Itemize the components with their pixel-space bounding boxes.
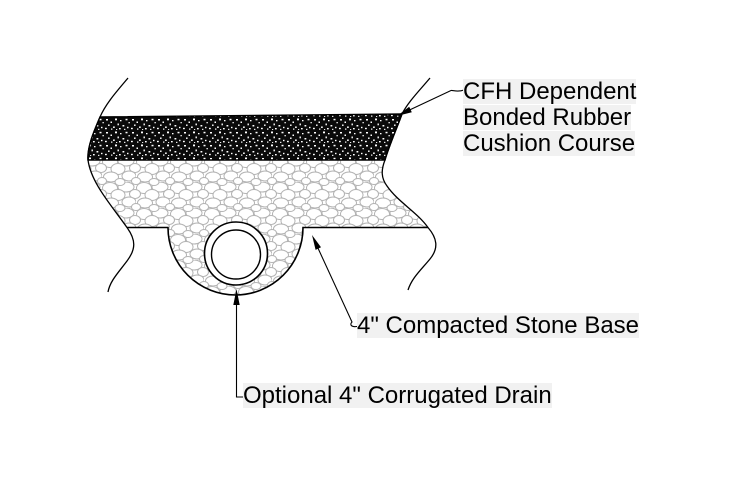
leader-arrowhead-stone [312,235,321,250]
rubber-cushion-layer [87,113,403,161]
label-rubber-course-line-3: Cushion Course [463,130,636,157]
leader-line-drain [235,303,244,398]
label-rubber-course-line-1: CFH Dependent [463,78,637,105]
leader-arrowhead-drain [233,289,240,305]
leader-arrowhead-rubber [397,106,412,116]
drain-pipe-inner-wall [210,229,262,280]
leader-line-stone [316,245,360,328]
label-corrugated-drain: Optional 4" Corrugated Drain [243,382,552,409]
leader-line-rubber [400,89,465,115]
break-line-left [87,77,135,293]
label-rubber-course-line-2: Bonded Rubber [463,104,632,131]
label-stone-base: 4" Compacted Stone Base [357,312,640,339]
